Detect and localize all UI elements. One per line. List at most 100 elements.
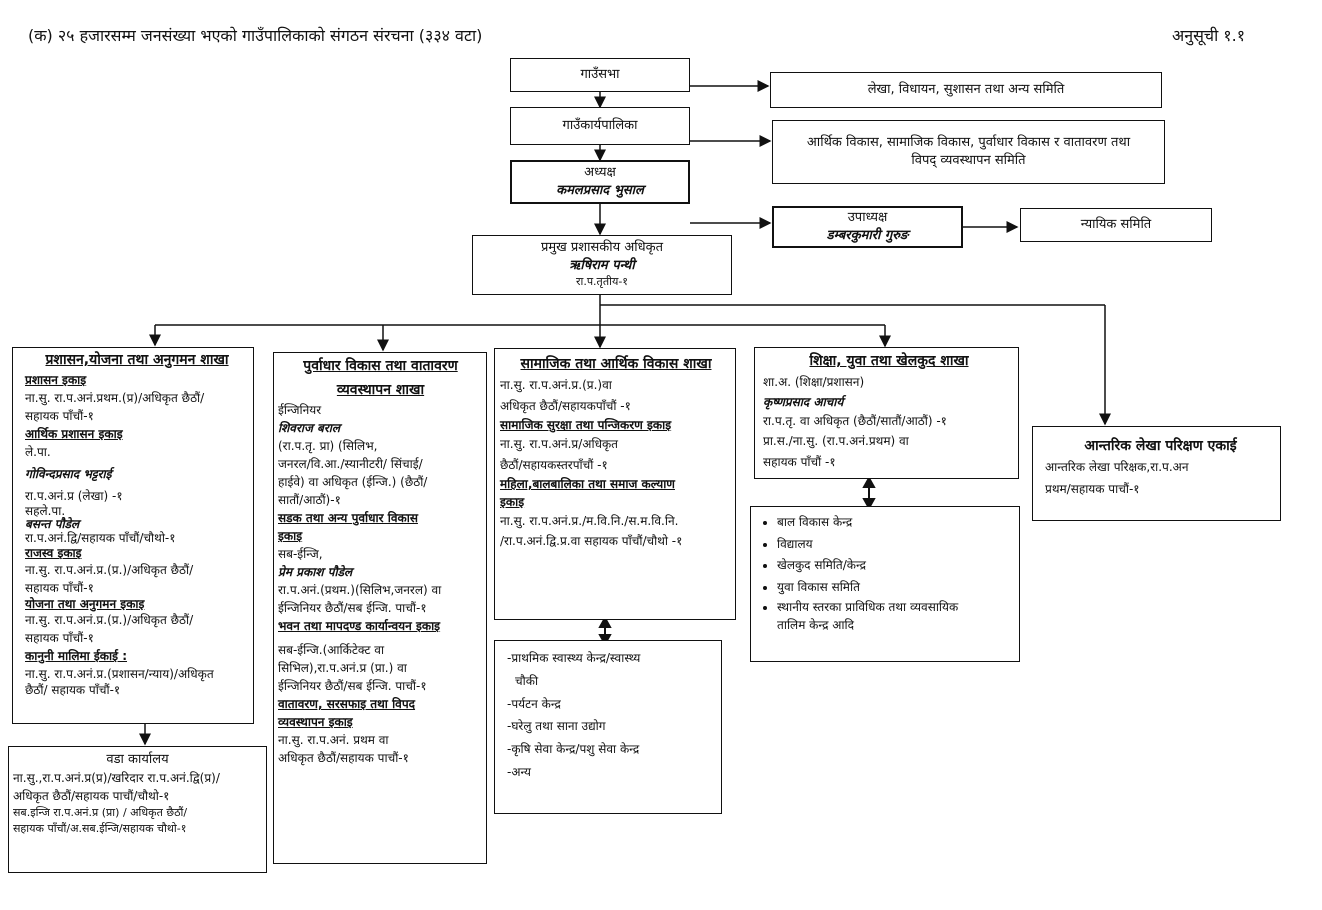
revenue-unit-line2: सहायक पाँचौं-१ bbox=[25, 580, 94, 595]
infra-line1: ईन्जिनियर bbox=[278, 403, 322, 418]
revenue-unit-heading: राजस्व इकाइ bbox=[25, 546, 82, 561]
admin-unit-line1: ना.सु. रा.प.अनं.प्रथम.(प्र)/अधिकृत छैठौं… bbox=[25, 391, 205, 405]
finance-unit-name1: गोविन्दप्रसाद भट्टराई bbox=[25, 467, 112, 481]
edu-sub-item: खेलकुद समिति/केन्द्र bbox=[777, 555, 1015, 577]
ward-line3: सब.इन्जि रा.प.अनं.प्र (प्रा) / अधिकृत छै… bbox=[13, 805, 188, 819]
env-unit-heading-line2: व्यवस्थापन इकाइ bbox=[278, 715, 353, 730]
audit-line2: प्रथम/सहायक पाचौं-१ bbox=[1045, 481, 1140, 496]
infra-line4: हाईवे) वा अधिकृत (ईन्जि.) (छैठौं/ bbox=[278, 475, 428, 490]
road-unit-line1: सब-ईन्जि, bbox=[278, 547, 323, 562]
edu-name: कृष्णप्रसाद आचार्य bbox=[763, 394, 844, 409]
social-sub-item: -कृषि सेवा केन्द्र/पशु सेवा केन्द्र bbox=[507, 742, 640, 757]
committee2-box: आर्थिक विकास, सामाजिक विकास, पुर्वाधार व… bbox=[772, 120, 1165, 184]
ward-line1: ना.सु.,रा.प.अनं.प्र(प्र)/खरिदार रा.प.अनं… bbox=[13, 770, 220, 785]
edu-sub-item: विद्यालय bbox=[777, 534, 1015, 556]
adhyaksha-title: अध्यक्ष bbox=[584, 165, 616, 181]
legal-unit-line1: ना.सु. रा.प.अनं.प्र.(प्रशासन/न्याय)/अधिक… bbox=[25, 667, 214, 682]
cao-title: प्रमुख प्रशासकीय अधिकृत bbox=[540, 240, 664, 256]
audit-heading: आन्तरिक लेखा परिक्षण एकाई bbox=[1084, 438, 1237, 454]
committee2-line2: विपद् व्यवस्थापन समिति bbox=[911, 153, 1026, 168]
planning-unit-heading: योजना तथा अनुगमन इकाइ bbox=[25, 596, 145, 611]
road-unit-heading-line1: सडक तथा अन्य पुर्वाधार विकास bbox=[278, 511, 418, 526]
social-security-line1: ना.सु. रा.प.अनं.प्र/अधिकृत bbox=[500, 437, 619, 452]
edu-line4: सहायक पाँचौं -१ bbox=[763, 454, 836, 469]
upadhyaksha-name: डम्बरकुमारी गुरुङ bbox=[826, 228, 909, 243]
planning-unit-line1: ना.सु. रा.प.अनं.प्र.(प्र.)/अधिकृत छैठौं/ bbox=[25, 613, 194, 628]
road-unit-line2: रा.प.अनं.(प्रथम.)(सिलिभ,जनरल) वा bbox=[278, 583, 442, 598]
edu-line3: प्रा.स./ना.सु. (रा.प.अनं.प्रथम) वा bbox=[763, 434, 909, 449]
finance-unit-line4: रा.प.अनं.द्वि/सहायक पाँचौं/चौथो-१ bbox=[25, 531, 176, 546]
ward-line2: अधिकृत छैठौं/सहायक पाचौं/चौथो-१ bbox=[13, 788, 170, 803]
social-sub-item: -अन्य bbox=[507, 764, 531, 779]
env-unit-heading-line1: वातावरण, सरसफाइ तथा विपद bbox=[278, 697, 416, 712]
women-unit-heading-line1: महिला,बालबालिका तथा समाज कल्याण bbox=[500, 476, 675, 491]
infra-branch-box: पुर्वाधार विकास तथा वातावरण व्यवस्थापन श… bbox=[273, 352, 487, 864]
finance-unit-name2: बसन्त पौडेल bbox=[25, 517, 80, 532]
ward-office-box: वडा कार्यालय ना.सु.,रा.प.अनं.प्र(प्र)/खर… bbox=[8, 746, 267, 873]
nyayik-box: न्यायिक समिति bbox=[1020, 208, 1212, 242]
legal-unit-heading: कानुनी मालिमा ईकाई : bbox=[25, 649, 128, 664]
ward-office-heading: वडा कार्यालय bbox=[106, 752, 169, 767]
edu-line1: शा.अ. (शिक्षा/प्रशासन) bbox=[763, 375, 865, 390]
building-unit-line3: ईन्जिनियर छैठौं/सब ईन्जि. पाचौं-१ bbox=[278, 679, 427, 694]
page-title: (क) २५ हजारसम्म जनसंख्या भएको गाउँपालिका… bbox=[28, 26, 483, 45]
edu-branch-heading: शिक्षा, युवा तथा खेलकुद शाखा bbox=[809, 353, 969, 369]
nyayik-label: न्यायिक समिति bbox=[1080, 217, 1152, 233]
finance-unit-line3: सहले.पा. bbox=[25, 504, 66, 518]
edu-sub-item: स्थानीय स्तरका प्राविधिक तथा व्यवसायिक bbox=[777, 598, 1015, 616]
env-unit-line2: अधिकृत छैठौं/सहायक पाचौं-१ bbox=[278, 751, 409, 766]
building-unit-line1: सब-ईन्जि.(आर्किटेक्ट वा bbox=[278, 643, 385, 658]
social-line1: ना.सु. रा.प.अनं.प्र.(प्र.)वा bbox=[500, 378, 612, 393]
edu-sub-item: तालिम केन्द्र आदि bbox=[777, 618, 855, 633]
social-sub-box: -प्राथमिक स्वास्थ्य केन्द्र/स्वास्थ्य चौ… bbox=[494, 640, 722, 814]
admin-branch-box: प्रशासन,योजना तथा अनुगमन शाखा प्रशासन इक… bbox=[12, 347, 254, 724]
social-line2: अधिकृत छैठौं/सहायकपाँचौं -१ bbox=[500, 398, 631, 413]
committee1-box: लेखा, विधायन, सुशासन तथा अन्य समिति bbox=[770, 72, 1162, 108]
social-security-line2: छैठौं/सहायकस्तरपाँचौं -१ bbox=[500, 457, 608, 472]
building-unit-line2: सिभिल),रा.प.अनं.प्र (प्रा.) वा bbox=[278, 661, 407, 676]
women-unit-line2: /रा.प.अनं.द्वि.प्र.वा सहायक पाँचौं/चौथो … bbox=[500, 534, 683, 549]
road-unit-line3: ईन्जिनियर छैठौं/सब ईन्जि. पाचौं-१ bbox=[278, 601, 427, 616]
cao-rank: रा.प.तृतीय-१ bbox=[575, 275, 629, 289]
revenue-unit-line1: ना.सु. रा.प.अनं.प्र.(प्र.)/अधिकृत छैठौं/ bbox=[25, 562, 194, 577]
road-unit-name: प्रेम प्रकाश पौडेल bbox=[278, 565, 353, 580]
cao-box: प्रमुख प्रशासकीय अधिकृत ऋषिराम पन्थी रा.… bbox=[472, 235, 732, 295]
edu-sub-box: बाल विकास केन्द्र विद्यालय खेलकुद समिति/… bbox=[750, 506, 1020, 662]
gaunsabha-label: गाउँसभा bbox=[580, 67, 620, 83]
cao-name: ऋषिराम पन्थी bbox=[569, 257, 635, 273]
infra-heading-line1: पुर्वाधार विकास तथा वातावरण bbox=[303, 358, 458, 374]
finance-unit-line2: रा.प.अनं.प्र (लेखा) -१ bbox=[25, 489, 123, 503]
infra-line3: जनरल/वि.आ./स्यानीटरी/ सिंचाई/ bbox=[278, 457, 423, 472]
admin-unit-line2: सहायक पाँचौं-१ bbox=[25, 409, 94, 423]
gaunsabha-box: गाउँसभा bbox=[510, 58, 690, 92]
infra-line2: (रा.प.तृ. प्रा) (सिलिभ, bbox=[278, 439, 378, 454]
audit-line1: आन्तरिक लेखा परिक्षक,रा.प.अन bbox=[1045, 460, 1189, 475]
infra-name1: शिवराज बराल bbox=[278, 421, 341, 436]
finance-unit-heading: आर्थिक प्रशासन इकाइ bbox=[25, 427, 123, 441]
finance-unit-line1: ले.पा. bbox=[25, 445, 51, 459]
env-unit-line1: ना.सु. रा.प.अनं. प्रथम वा bbox=[278, 733, 389, 748]
social-sub-item: -प्राथमिक स्वास्थ्य केन्द्र/स्वास्थ्य bbox=[507, 651, 641, 665]
planning-unit-line2: सहायक पाँचौं-१ bbox=[25, 631, 94, 646]
karyapalika-box: गाउँकार्यपालिका bbox=[510, 107, 690, 145]
social-sub-item: -घरेलु तथा साना उद्योग bbox=[507, 719, 606, 734]
social-sub-item: -पर्यटन केन्द्र bbox=[507, 696, 561, 711]
social-security-heading: सामाजिक सुरक्षा तथा पन्जिकरण इकाइ bbox=[500, 418, 672, 433]
edu-sub-item: बाल विकास केन्द्र bbox=[777, 512, 1015, 534]
social-branch-heading: सामाजिक तथा आर्थिक विकास शाखा bbox=[520, 356, 712, 372]
admin-unit-heading: प्रशासन इकाइ bbox=[25, 373, 87, 387]
edu-sub-item: युवा विकास समिति bbox=[777, 577, 1015, 599]
upadhyaksha-box: उपाध्यक्ष डम्बरकुमारी गुरुङ bbox=[772, 206, 963, 248]
schedule-label: अनुसूची १.१ bbox=[1172, 26, 1246, 45]
upadhyaksha-title: उपाध्यक्ष bbox=[847, 210, 888, 226]
infra-line5: सातौं/आठौं)-१ bbox=[278, 493, 341, 508]
ward-line4: सहायक पाँचौं/अ.सब.ईन्जि/सहायक चौथो-१ bbox=[13, 822, 187, 836]
building-unit-heading: भवन तथा मापदण्ड कार्यान्वयन इकाइ bbox=[278, 619, 441, 634]
edu-sub-list: बाल विकास केन्द्र विद्यालय खेलकुद समिति/… bbox=[755, 512, 1015, 634]
road-unit-heading-line2: इकाइ bbox=[278, 529, 303, 544]
infra-heading-line2: व्यवस्थापन शाखा bbox=[336, 381, 425, 398]
committee1-label: लेखा, विधायन, सुशासन तथा अन्य समिति bbox=[867, 82, 1065, 98]
audit-box: आन्तरिक लेखा परिक्षण एकाई आन्तरिक लेखा प… bbox=[1032, 426, 1281, 521]
social-branch-box: सामाजिक तथा आर्थिक विकास शाखा ना.सु. रा.… bbox=[494, 348, 736, 620]
